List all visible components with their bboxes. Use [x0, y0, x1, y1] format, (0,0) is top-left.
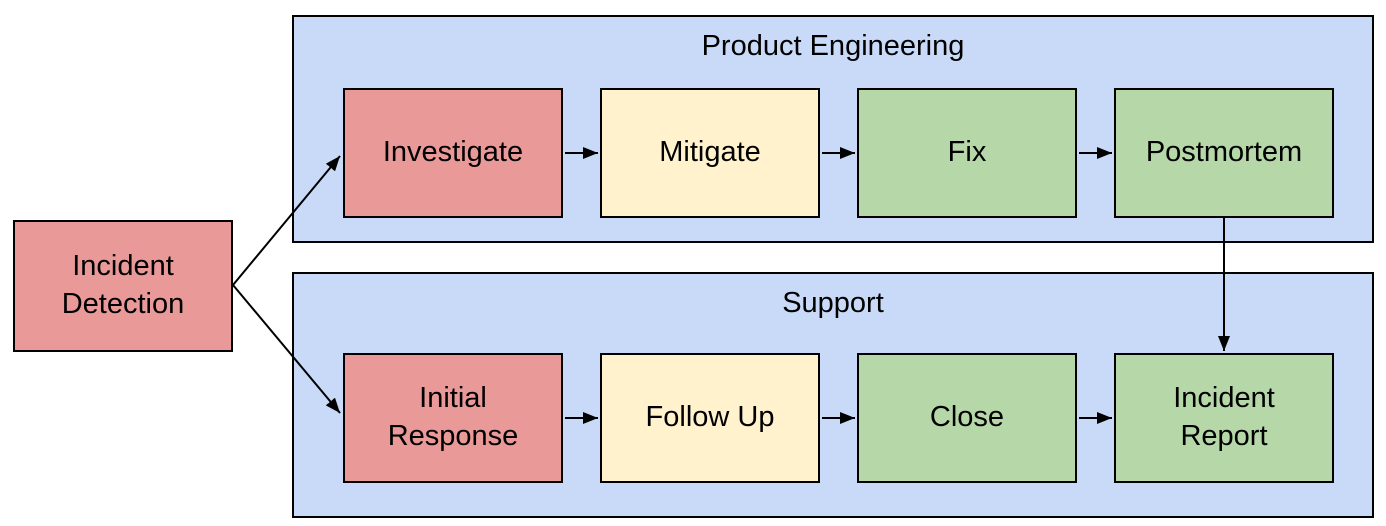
node-postmortem: Postmortem	[1114, 88, 1334, 218]
node-investigate: Investigate	[343, 88, 563, 218]
node-fix: Fix	[857, 88, 1077, 218]
node-follow-up: Follow Up	[600, 353, 820, 483]
node-incident-report: Incident Report	[1114, 353, 1334, 483]
node-initial-response: Initial Response	[343, 353, 563, 483]
node-close: Close	[857, 353, 1077, 483]
lane-title-product-engineering: Product Engineering	[701, 30, 965, 62]
lane-title-support: Support	[782, 287, 884, 319]
node-mitigate: Mitigate	[600, 88, 820, 218]
node-incident-detection: Incident Detection	[13, 220, 233, 352]
